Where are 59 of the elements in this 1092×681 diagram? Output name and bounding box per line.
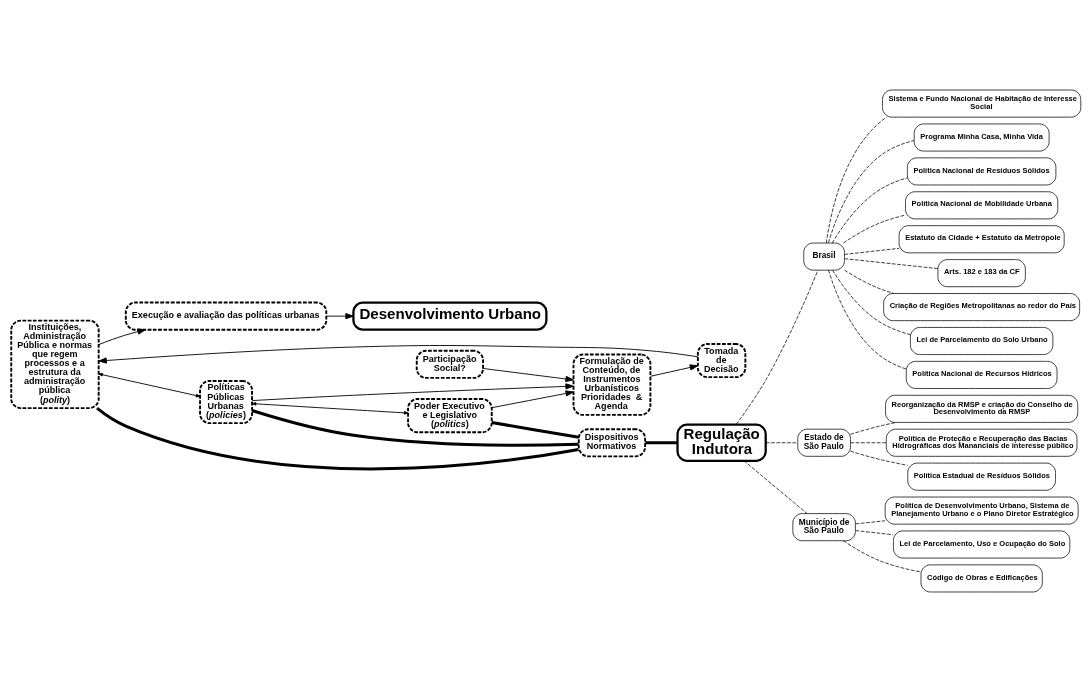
node-box: Estatuto da Cidade + Estatuto da Metrópole (898, 224, 1065, 253)
node-box: Política de Desenvolvimento Urbano, Sistema de Planejamento Urbano e o Plano Diretor Estratégico (884, 496, 1079, 525)
node-box: Lei de Parcelamento, Uso e Ocupação do Solo (893, 530, 1071, 558)
connector (645, 440, 678, 444)
connector (831, 177, 908, 243)
node-box: Dispositivos Normativos (577, 427, 647, 457)
arrow (482, 367, 574, 382)
connector (491, 420, 580, 439)
node-box: Formulação de Conteúdo, de Instrumentos Urbanísticos Prioridades & Agenda (572, 353, 652, 416)
arrow (326, 312, 354, 319)
node-box: Política Nacional de Mobilidade Urbana (905, 190, 1059, 219)
node-box: Execução e avaliação das políticas urbanas (124, 301, 328, 331)
connector (828, 139, 915, 243)
arrow (251, 401, 409, 415)
node-box: Município de São Paulo (792, 512, 856, 541)
connector (735, 269, 819, 425)
connector (855, 529, 894, 535)
node-box: Código de Obras e Edificações (920, 563, 1043, 592)
node-box: Sistema e Fundo Nacional de Habitação de Interesse Social (882, 89, 1082, 118)
connector (844, 247, 900, 255)
connector (832, 269, 911, 335)
connector (765, 441, 798, 443)
node-box: Poder Executivo e Legislativo (politics) (407, 397, 493, 433)
connector (850, 441, 887, 443)
node-box: Instituições, Administração Pública e normas que regem processos e a estrutura da administração pública (polity) (10, 319, 100, 409)
arrow (491, 389, 574, 408)
node-box: Políticas Públicas Urbanas (policies) (199, 379, 253, 424)
arrow (98, 344, 699, 364)
connector (850, 421, 897, 435)
node-box: Regulação Indutora (676, 423, 767, 462)
node-box: Política Estadual de Resíduos Sólidos (907, 462, 1056, 491)
node-box: Lei de Parcelamento do Solo Urbano (910, 326, 1054, 355)
node-box: Tomada de Decisão (696, 342, 747, 378)
connector (843, 539, 922, 572)
node-box: Participação Social? (415, 349, 484, 379)
node-box: Brasil (803, 242, 845, 271)
node-box: Criação de Regiões Metropolitanas ao redor do País (883, 292, 1080, 321)
node-box: Reorganização da RMSP e criação do Conselho de Desenvolvimento da RMSP (885, 394, 1079, 423)
node-box: Programa Minha Casa, Minha Vida (913, 123, 1050, 151)
node-box: Política de Proteção e Recuperação das Bacias Hidrográficas dos Mananciais de interesse público (885, 428, 1078, 457)
connector (850, 450, 908, 466)
connector (743, 460, 808, 514)
connector (844, 269, 895, 294)
node-box: Política Nacional de Resíduos Sólidos (907, 156, 1057, 185)
connector (96, 406, 579, 470)
connector (844, 257, 939, 269)
arrow (650, 363, 699, 377)
node-box: Arts. 182 e 183 da CF (937, 258, 1026, 287)
connector (825, 116, 887, 243)
arrow (98, 328, 146, 345)
node-box: Política Nacional de Recursos Hídricos (905, 360, 1058, 389)
connector (855, 519, 886, 524)
arrow (251, 382, 574, 401)
node-box: Desenvolvimento Urbano (352, 300, 548, 331)
connector (251, 408, 579, 447)
connector (843, 214, 906, 243)
node-box: Estado de São Paulo (797, 428, 851, 457)
arrow (98, 372, 201, 397)
connector (828, 269, 907, 369)
